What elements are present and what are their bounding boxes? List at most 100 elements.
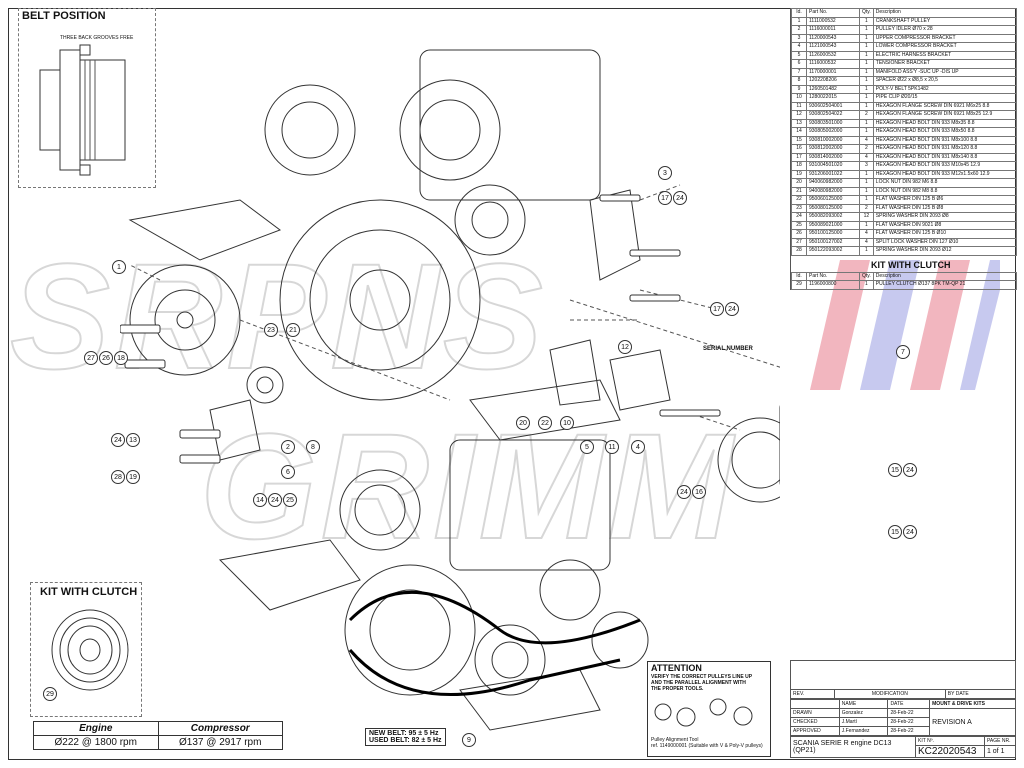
bom-part-no: 1260501482 — [806, 84, 860, 94]
bom-qty: 1 — [859, 76, 874, 86]
bom-qty: 1 — [859, 16, 874, 26]
bom-id: 26 — [791, 229, 807, 239]
bom-qty: 1 — [859, 50, 874, 60]
bom-id: 7 — [791, 67, 807, 77]
bom-qty: 12 — [859, 212, 874, 222]
callout-25: 25 — [283, 493, 297, 507]
spec-compressor-value: Ø137 @ 2917 rpm — [157, 735, 283, 750]
kit-id: 29 — [791, 280, 807, 290]
bom-id: 8 — [791, 76, 807, 86]
bom-id: 12 — [791, 110, 807, 120]
tb-checked-name: J.Martí — [838, 717, 889, 727]
callout-6: 6 — [281, 465, 295, 479]
serial-number-label: SERIAL NUMBER — [703, 346, 753, 352]
bom-id: 25 — [791, 220, 807, 230]
callout-15-b: 15 — [888, 525, 902, 539]
callout-19: 19 — [126, 470, 140, 484]
new-belt-frequency: NEW BELT: 95 ± 5 Hz — [369, 730, 439, 737]
callout-14: 14 — [253, 493, 267, 507]
bom-part-no: 931206001022 — [806, 169, 860, 179]
bom-qty: 1 — [859, 59, 874, 69]
bom-part-no: 1121000543 — [806, 42, 860, 52]
tb-revision: REVISION A — [929, 708, 1016, 736]
header-part-no: Part No. — [806, 8, 860, 18]
bom-part-no: 950080125000 — [806, 203, 860, 213]
bom-qty: 1 — [859, 84, 874, 94]
bom-part-no: 930602504001 — [806, 101, 860, 111]
kit-with-clutch-title: KIT WITH CLUTCH — [871, 259, 951, 270]
drawing-frame — [8, 8, 1016, 760]
bom-id: 9 — [791, 84, 807, 94]
header-id: Id. — [791, 8, 807, 18]
bom-qty: 1 — [859, 93, 874, 103]
kit-header-description: Description — [872, 271, 1018, 281]
callout-27: 27 — [84, 351, 98, 365]
bom-description: HEXAGON FLANGE SCREW DIN 6921 M8x25 12.9 — [872, 110, 1018, 120]
bom-description: FLAT WASHER DIN 125 B Ø10 — [872, 229, 1018, 239]
bom-part-no: 950060125000 — [806, 195, 860, 205]
bom-part-no: 1111000532 — [806, 16, 860, 26]
tb-description: SCANIA SERIE R engine DC13 (QP21) — [790, 736, 916, 758]
bom-id: 3 — [791, 33, 807, 43]
bom-qty: 1 — [859, 220, 874, 230]
attention-title: ATTENTION — [651, 663, 702, 673]
belt-frequency-box: NEW BELT: 95 ± 5 Hz USED BELT: 82 ± 5 Hz — [365, 728, 446, 746]
tb-drawn-label: DRAWN — [790, 708, 840, 718]
bom-id: 27 — [791, 237, 807, 247]
bom-qty: 1 — [859, 25, 874, 35]
bom-part-no: 1116000011 — [806, 25, 860, 35]
used-belt-frequency: USED BELT: 82 ± 5 Hz — [369, 737, 442, 744]
bom-part-no: 930803501000 — [806, 118, 860, 128]
bom-qty: 1 — [859, 33, 874, 43]
alignment-tool-name: Pulley Alignment Tool — [651, 737, 699, 743]
bom-qty: 1 — [859, 67, 874, 77]
belt-position-drawing — [39, 44, 126, 176]
bom-part-no: 950122093002 — [806, 246, 860, 256]
kit-qty: 1 — [859, 280, 874, 290]
bom-qty: 2 — [859, 144, 874, 154]
bom-id: 15 — [791, 135, 807, 145]
pulley-spec-table: Engine Compressor Ø222 @ 1800 rpm Ø137 @… — [33, 721, 283, 750]
callout-17-a: 17 — [658, 191, 672, 205]
tb-by-date-label: BY DATE — [944, 689, 1017, 699]
tb-name-label: NAME — [838, 699, 889, 709]
tb-kit-name: MOUNT & DRIVE KITS — [929, 699, 1016, 709]
bom-description: HEXAGON FLANGE SCREW DIN 6921 M6x25 8.8 — [872, 101, 1018, 111]
callout-24-g: 24 — [903, 525, 917, 539]
bom-qty: 4 — [859, 229, 874, 239]
attention-line-1: VERIFY THE CORRECT PULLEYS LINE UP — [651, 674, 753, 680]
header-qty: Qty. — [859, 8, 874, 18]
bom-part-no: 950089021000 — [806, 220, 860, 230]
watermark-text-2: GRIMM — [199, 401, 737, 571]
callout-13: 13 — [126, 433, 140, 447]
bom-description: FLAT WASHER DIN 125 B Ø6 — [872, 195, 1018, 205]
callout-24-a: 24 — [111, 433, 125, 447]
tb-kit-no-label: KIT Nº. — [915, 736, 985, 746]
belt-position-box — [18, 8, 156, 188]
bom-description: SPRING WASHER DIN 2093 Ø12 — [872, 246, 1018, 256]
bom-part-no: 930810002000 — [806, 135, 860, 145]
callout-17-b: 17 — [710, 302, 724, 316]
bom-description: UPPER COMPRESSOR BRACKET — [872, 33, 1018, 43]
callout-2: 2 — [281, 440, 295, 454]
tb-drawn-date: 28-Feb-22 — [887, 708, 931, 718]
bom-description: FLAT WASHER DIN 125 B Ø8 — [872, 203, 1018, 213]
callout-20: 20 — [516, 416, 530, 430]
callout-24-f: 24 — [903, 463, 917, 477]
bom-id: 4 — [791, 42, 807, 52]
title-block: REV. MODIFICATION BY DATE NAME DATE MOUN… — [790, 660, 1017, 760]
bom-part-no: 1120000543 — [806, 33, 860, 43]
callout-28: 28 — [111, 470, 125, 484]
tb-page-label: PAGE NR. — [983, 736, 1017, 746]
kit-part-no: 1196000800 — [806, 280, 860, 290]
tb-page: 1 of 1 — [983, 745, 1017, 758]
callout-29: 29 — [43, 687, 57, 701]
